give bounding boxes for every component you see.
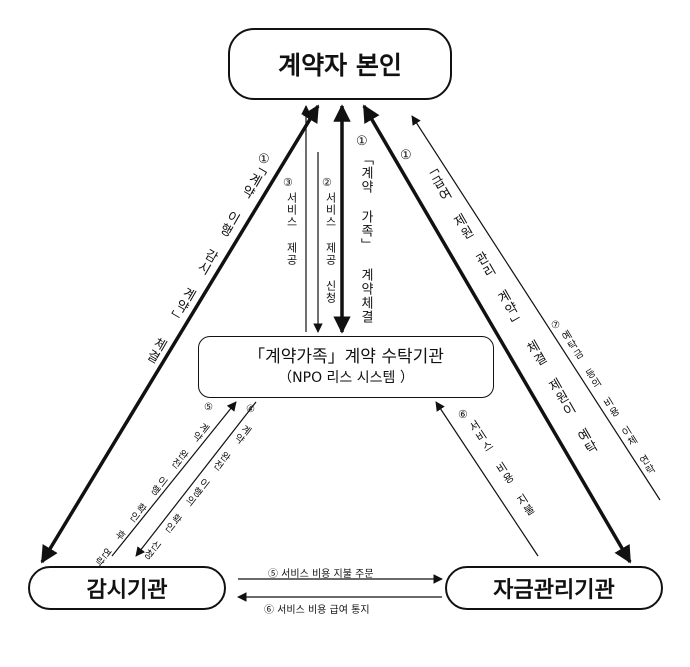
- label-service-provide: 서비스 제공: [285, 192, 298, 266]
- arrow-monitor-report: [111, 401, 237, 557]
- node-monitor: 감시기관: [28, 566, 226, 610]
- label-fund-contact-num: ⑦: [551, 320, 560, 331]
- label-payment-num: ⑥: [458, 408, 468, 421]
- node-fund: 자금관리기관: [445, 566, 663, 610]
- label-fund-contract-num: ①: [400, 148, 412, 163]
- node-principal-label: 계약자 본인: [278, 51, 402, 80]
- label-payment-order: ⑤ 서비스 비용 지불 주문: [268, 569, 374, 580]
- node-trustee: 「계약가족」계약 수탁기관 （NPO 리스 시스템 ）: [198, 336, 494, 398]
- label-confirm-num: ④: [246, 404, 255, 415]
- label-service-request-num: ②: [322, 176, 332, 189]
- arrow-principal-monitor: [40, 104, 320, 564]
- label-report-num: ⑤: [204, 402, 213, 413]
- label-service-request: 서비스 제공 신청: [324, 192, 337, 304]
- node-trustee-title: 「계약가족」계약 수탁기관: [248, 347, 444, 367]
- label-monitor-contract-num: ①: [258, 152, 270, 167]
- arrow-principal-fund: [362, 104, 632, 564]
- arrow-fund-contact: [411, 115, 661, 501]
- node-principal: 계약자 본인: [228, 28, 452, 100]
- label-payment-notice: ⑥ 서비스 비용 급여 통지: [264, 605, 370, 616]
- label-family-contract: 「계약 가족」 계약체결: [358, 152, 373, 324]
- label-service-provide-num: ③: [283, 176, 293, 189]
- arrow-fund-payment: [435, 401, 539, 557]
- label-family-contract-num: ①: [356, 134, 368, 149]
- node-trustee-subtitle: （NPO 리스 시스템 ）: [278, 370, 414, 386]
- node-fund-label: 자금관리기관: [493, 578, 615, 603]
- node-monitor-label: 감시기관: [86, 578, 168, 603]
- arrow-confirm-request: [135, 401, 257, 557]
